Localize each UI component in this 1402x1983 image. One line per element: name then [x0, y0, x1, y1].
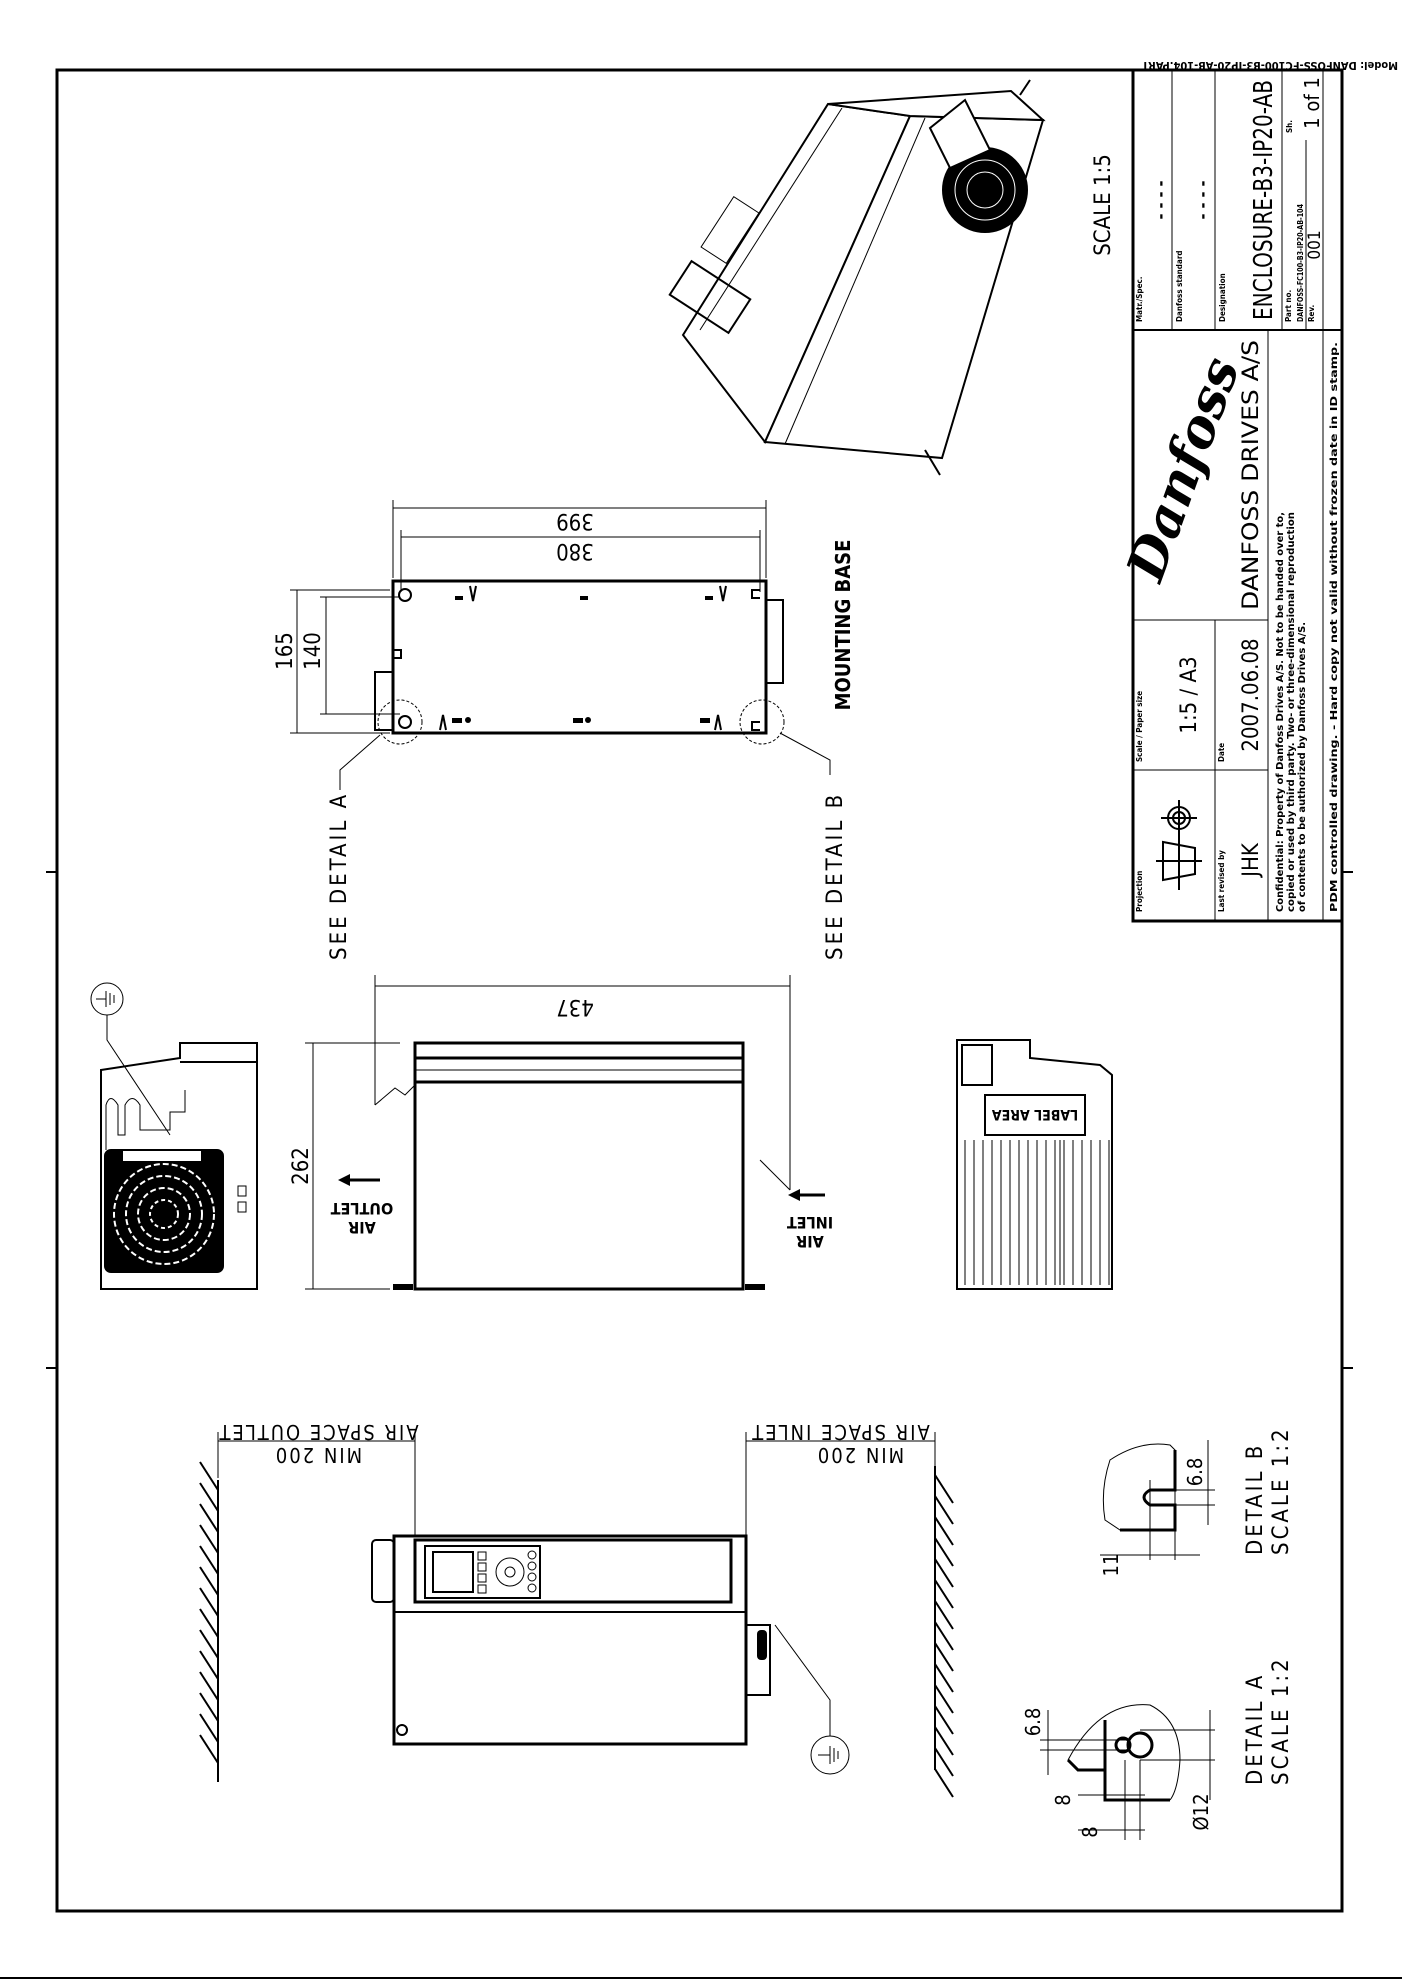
- wall-hatch: [199, 1461, 219, 1491]
- wall-hatch: [199, 1545, 219, 1575]
- air-space-outlet-label: AIR SPACE OUTLET: [217, 1420, 418, 1444]
- wall-hatch: [199, 1650, 219, 1680]
- scale-label: Scale / Paper size: [1135, 691, 1144, 762]
- danfoss-standard-label: Danfoss standard: [1175, 250, 1184, 322]
- designation-value: ENCLOSURE-B3-IP20-AB: [1249, 80, 1279, 320]
- detail-a-dim-6-8: 6.8: [1021, 1708, 1045, 1737]
- detail-b-scale: SCALE 1:2: [1269, 1426, 1294, 1555]
- dim-262: 262: [289, 1147, 314, 1185]
- ground-symbol-icon: [90, 982, 124, 1016]
- detail-a-dim-8-a: 8: [1051, 1794, 1075, 1805]
- end-view-label: LABEL AREA: [956, 1039, 1113, 1290]
- wall-hatch: [934, 1768, 954, 1798]
- wall-hatch: [199, 1482, 219, 1512]
- air-outlet-line-2: OUTLET: [331, 1199, 394, 1218]
- matr-spec-label: Matr./Spec.: [1135, 277, 1144, 322]
- wall-hatch: [199, 1692, 219, 1722]
- danfoss-standard-value: - - - -: [1193, 181, 1212, 220]
- wall-hatch: [934, 1516, 954, 1546]
- detail-a-title: DETAIL A: [1243, 1673, 1268, 1785]
- mounting-base-title: MOUNTING BASE: [831, 540, 855, 711]
- confidential-line-3: of contents to be authorized by Danfoss …: [1297, 622, 1308, 912]
- dim-380: 380: [556, 538, 594, 563]
- wall-hatch: [199, 1587, 219, 1617]
- detail-a-dim-8-b: 8: [1078, 1826, 1102, 1837]
- rev-label: Rev.: [1307, 305, 1316, 322]
- air-inlet-line-1: AIR: [796, 1232, 824, 1251]
- see-detail-a: SEE DETAIL A: [327, 792, 352, 960]
- dim-437: 437: [556, 994, 594, 1019]
- pdm-note: PDM controlled drawing. - Hard copy not …: [1329, 342, 1340, 912]
- air-inlet-line-2: INLET: [787, 1213, 833, 1232]
- wall-hatch: [934, 1579, 954, 1609]
- wall-hatch: [934, 1642, 954, 1672]
- wall-hatch: [934, 1747, 954, 1777]
- side-view: 437 262 AIR OUTLET AIR INLET: [289, 975, 833, 1291]
- detail-b-dim-11: 11: [1099, 1554, 1123, 1577]
- sheet-label: Sh.: [1285, 120, 1294, 133]
- date-value: 2007.06.08: [1239, 638, 1264, 751]
- mounting-base-view: 399 380 165 140 SEE DETAIL A SEE DETAIL …: [273, 500, 855, 960]
- dim-399: 399: [556, 508, 594, 533]
- air-space-inlet-min: MIN 200: [816, 1443, 904, 1467]
- wall-hatch: [199, 1524, 219, 1554]
- danfoss-logo: Danfoss: [1115, 349, 1252, 590]
- detail-b: 6.8 11 DETAIL B SCALE 1:2: [1099, 1426, 1294, 1576]
- wall-hatch: [934, 1621, 954, 1651]
- wall-hatch: [199, 1713, 219, 1743]
- drawing-frame: [55, 68, 1344, 1913]
- company-name: DANFOSS DRIVES A/S: [1239, 340, 1264, 610]
- designation-label: Designation: [1218, 273, 1227, 322]
- last-revised-label: Last revised by: [1217, 850, 1226, 912]
- detail-a: 6.8 8 8 Ø12 DETAIL A SCALE 1:2: [1021, 1656, 1294, 1840]
- wall-hatch: [934, 1663, 954, 1693]
- scale-value: 1:5 / A3: [1177, 656, 1202, 733]
- isometric-view: [668, 79, 1046, 476]
- wall-hatch: [199, 1503, 219, 1533]
- confidential-line-2: copied or used by third party. Two- or t…: [1286, 512, 1297, 912]
- wall-hatch: [934, 1684, 954, 1714]
- iso-scale-label: SCALE 1:5: [1091, 154, 1116, 256]
- wall-hatch: [199, 1734, 219, 1764]
- first-angle-projection-icon: [1156, 800, 1202, 890]
- detail-b-title: DETAIL B: [1243, 1443, 1268, 1555]
- date-label: Date: [1217, 743, 1226, 762]
- wall-hatch: [934, 1705, 954, 1735]
- frame-centre-ticks: [46, 871, 1353, 1369]
- dim-165: 165: [273, 632, 298, 670]
- air-space-inlet-label: AIR SPACE INLET: [750, 1420, 930, 1444]
- see-detail-b: SEE DETAIL B: [823, 792, 848, 960]
- air-outlet-line-1: AIR: [348, 1218, 376, 1237]
- detail-a-dim-hole: Ø12: [1189, 1793, 1213, 1830]
- front-view: AIR SPACE OUTLET MIN 200 AIR SPACE INLET…: [199, 1420, 954, 1798]
- wall-hatch: [199, 1629, 219, 1659]
- wall-hatch: [934, 1495, 954, 1525]
- wall-hatch: [934, 1726, 954, 1756]
- matr-spec-value: - - - -: [1151, 181, 1170, 220]
- label-area: LABEL AREA: [992, 1106, 1078, 1122]
- wall-hatch: [199, 1566, 219, 1596]
- air-space-outlet-min: MIN 200: [274, 1443, 362, 1467]
- last-revised-value: JHK: [1239, 842, 1264, 879]
- title-block: Matr./Spec. - - - - Danfoss standard - -…: [1115, 68, 1344, 923]
- wall-hatch: [934, 1600, 954, 1630]
- detail-a-scale: SCALE 1:2: [1269, 1656, 1294, 1785]
- dim-140: 140: [301, 632, 326, 670]
- rev-value: 001: [1305, 230, 1325, 259]
- fan-grille-icon: [113, 1163, 215, 1265]
- part-no-label: Part no.: [1284, 290, 1293, 322]
- detail-b-dim-6-8: 6.8: [1183, 1458, 1207, 1487]
- part-no-value: DANFOSS-FC100-B3-IP20-AB-104: [1296, 204, 1305, 322]
- projection-label: Projection: [1135, 871, 1144, 912]
- confidential-line-1: Confidential: Property of Danfoss Drives…: [1275, 512, 1286, 912]
- end-view-fan: [90, 982, 258, 1290]
- wall-hatch: [199, 1608, 219, 1638]
- sheet-value: 1 of 1: [1300, 77, 1324, 129]
- wall-hatch: [934, 1474, 954, 1504]
- wall-hatch: [199, 1671, 219, 1701]
- wall-hatch: [934, 1537, 954, 1567]
- wall-hatch: [934, 1558, 954, 1588]
